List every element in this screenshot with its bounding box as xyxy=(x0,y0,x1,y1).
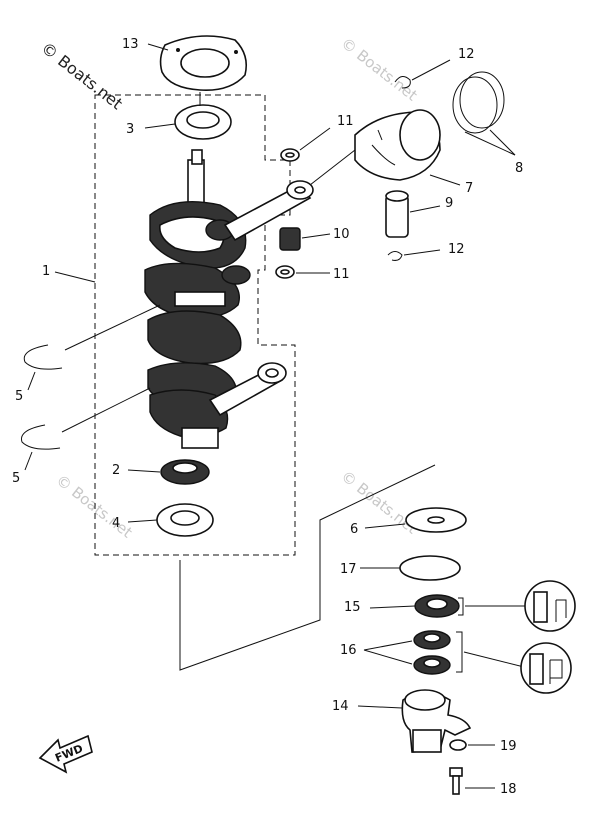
label-9: 9 xyxy=(445,196,453,211)
label-6: 6 xyxy=(350,522,358,537)
seal-orientation-detail-upper xyxy=(524,580,576,632)
part-3-bearing xyxy=(174,92,232,140)
part-16-oil-seal-upper xyxy=(413,630,451,650)
label-7: 7 xyxy=(465,181,473,196)
label-18: 18 xyxy=(500,782,517,797)
svg-text:© Boats.net: © Boats.net xyxy=(38,38,127,113)
part-8-piston-rings xyxy=(452,71,505,134)
part-14-oil-seal-housing xyxy=(401,689,472,753)
watermark-top-left: © Boats.net xyxy=(38,38,127,113)
label-19: 19 xyxy=(500,739,517,754)
part-17-o-ring xyxy=(399,555,461,581)
part-12-clip-lower xyxy=(387,251,403,261)
label-1: 1 xyxy=(42,264,50,279)
part-4-bearing xyxy=(156,503,214,537)
label-5-upper: 5 xyxy=(15,389,23,404)
watermark-mid-left: © Boats.net xyxy=(53,471,136,542)
connecting-rod-upper xyxy=(223,180,314,242)
crankshaft-assembly-boundary xyxy=(94,94,296,556)
label-10: 10 xyxy=(333,227,350,242)
svg-text:© Boats.net: © Boats.net xyxy=(338,34,421,105)
label-14: 14 xyxy=(332,699,349,714)
label-12-lower: 12 xyxy=(448,242,465,257)
part-11-washer-lower xyxy=(275,265,295,279)
part-2-oil-seal xyxy=(160,459,210,485)
label-13: 13 xyxy=(122,37,139,52)
part-16-oil-seal-lower xyxy=(413,655,451,675)
label-3: 3 xyxy=(126,122,134,137)
crankshaft xyxy=(144,149,251,449)
part-9-piston-pin xyxy=(385,190,409,238)
label-15: 15 xyxy=(344,600,361,615)
part-19-washer xyxy=(449,739,467,751)
label-2: 2 xyxy=(112,463,120,478)
seal-orientation-detail-lower xyxy=(520,642,572,694)
connecting-rod-lower xyxy=(208,362,287,417)
label-11-lower: 11 xyxy=(333,267,350,282)
label-12-top: 12 xyxy=(458,47,475,62)
part-5-snap-ring-lower xyxy=(20,424,61,450)
part-6-thrust-washer xyxy=(405,507,467,533)
forward-direction-arrow: FWD xyxy=(38,734,93,774)
part-10-needle-bearing xyxy=(279,227,301,251)
part-15-oil-seal xyxy=(414,594,460,618)
part-11-washer-top xyxy=(280,148,300,162)
label-17: 17 xyxy=(340,562,357,577)
label-16: 16 xyxy=(340,643,357,658)
svg-text:© Boats.net: © Boats.net xyxy=(53,471,136,542)
part-12-clip-top xyxy=(394,76,411,89)
label-8: 8 xyxy=(515,161,523,176)
label-11-top: 11 xyxy=(337,114,354,129)
part-7-piston xyxy=(354,109,441,181)
label-5-lower: 5 xyxy=(12,471,20,486)
part-13-cover-plate xyxy=(159,35,248,92)
part-5-snap-ring-upper xyxy=(23,344,63,370)
label-4: 4 xyxy=(112,516,120,531)
link-line xyxy=(179,464,436,671)
watermark-top-right: © Boats.net xyxy=(338,34,421,105)
part-18-bolt xyxy=(449,767,463,795)
